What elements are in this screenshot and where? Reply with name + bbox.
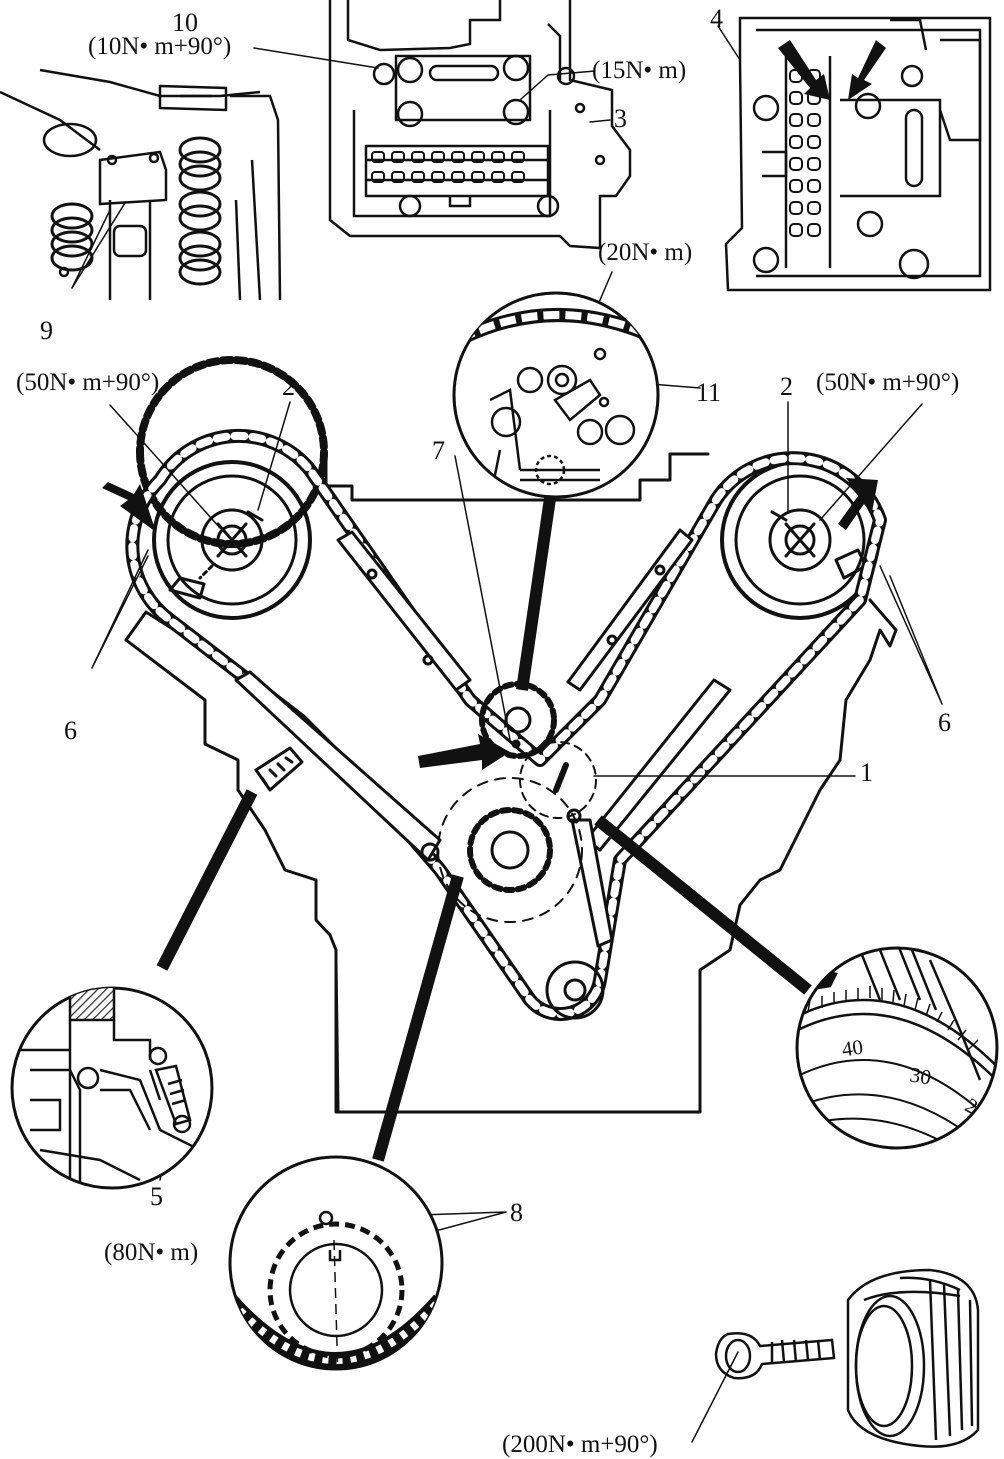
crank-sprocket: [437, 741, 605, 1020]
callout-11: 11: [696, 378, 722, 407]
detail-top-left: [0, 68, 282, 301]
torque-label-50-left: (50N• m+90°): [16, 369, 160, 396]
callout-6-right: 6: [938, 708, 951, 737]
torque-label-10: (10N• m+90°): [88, 33, 232, 60]
dial-mark-30: 30: [908, 1062, 934, 1090]
arrow-icon-right-sprocket: [838, 478, 878, 530]
callout-10: 10: [172, 8, 198, 37]
chain-guides: [234, 528, 732, 948]
callout-6-left: 6: [64, 716, 77, 745]
callout-4: 4: [710, 4, 723, 33]
detail-circle-right: [795, 946, 999, 1150]
torque-label-20: (20N• m): [598, 239, 693, 266]
detail-circle-left: [10, 986, 214, 1190]
callout-2-left: 2: [282, 372, 295, 401]
callout-1: 1: [860, 758, 873, 787]
arrow-icon-left-sprocket: [102, 482, 156, 532]
crank-bolt-and-pulley: [714, 1268, 980, 1448]
callout-7: 7: [432, 436, 445, 465]
callout-2-right: 2: [780, 372, 793, 401]
callout-8: 8: [510, 1198, 523, 1227]
left-cam-sprocket: [136, 356, 328, 620]
arrows: [102, 40, 942, 1022]
torque-label-200: (200N• m+90°): [502, 1431, 658, 1458]
detail-circle-bottom: [228, 1155, 444, 1371]
tensioner-bolt: [254, 746, 304, 792]
callout-5: 5: [150, 1182, 163, 1211]
detail-top-right: [724, 16, 992, 292]
arrow-icon-center: [418, 734, 510, 770]
callout-9: 9: [40, 316, 53, 345]
callout-3: 3: [614, 104, 627, 133]
torque-label-50-right: (50N• m+90°): [816, 369, 960, 396]
arrow-icon-top-right-right: [848, 40, 886, 100]
detail-top-center: [328, 0, 632, 250]
detail-circle-top: [452, 291, 660, 499]
pointer-lines: [156, 477, 812, 1162]
dial-mark-40: 40: [840, 1034, 865, 1062]
torque-label-80: (80N• m): [104, 1239, 199, 1266]
arrow-icon-top-right-left: [778, 40, 830, 100]
torque-label-15: (15N• m): [592, 57, 687, 84]
